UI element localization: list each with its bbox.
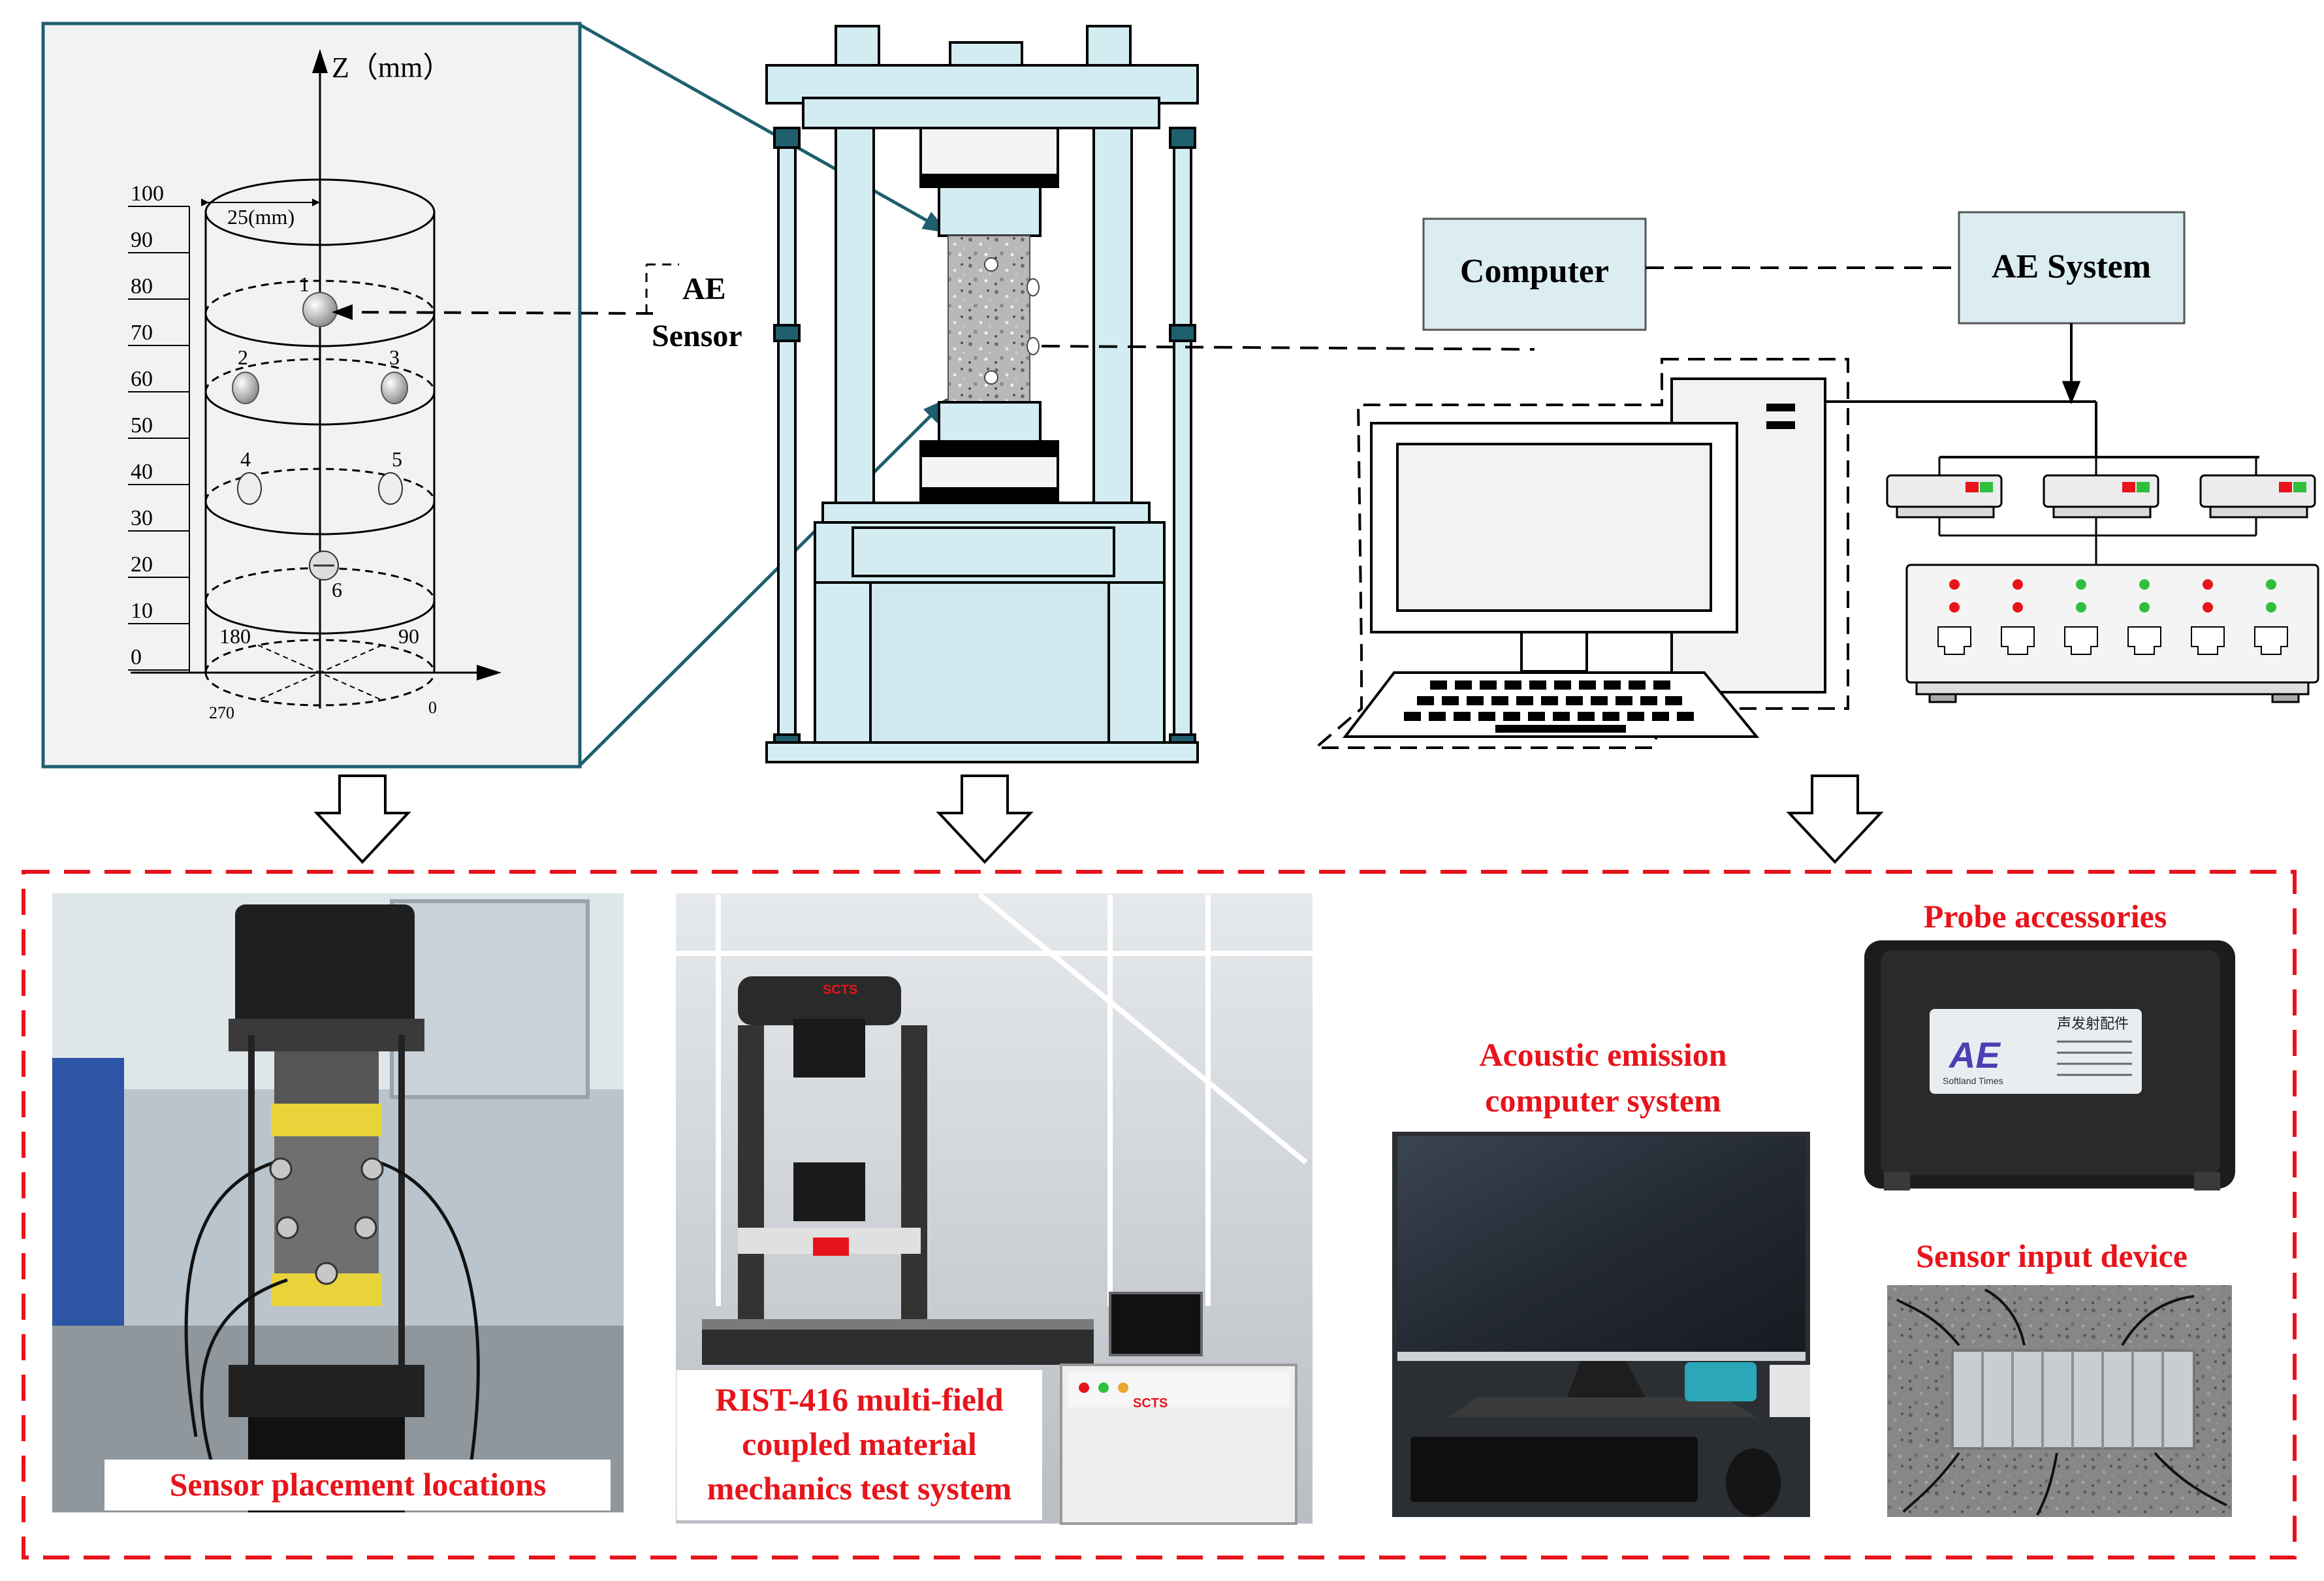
svg-text:3: 3 [389,345,400,369]
specimen-cylinder [204,178,436,707]
photo-test-machine: SCTS SCTS RIST-416 multi-field coupled m… [676,892,1313,1525]
case-logo: AE [1948,1034,2001,1076]
z-tick: 70 [131,321,153,345]
x-axis-arrowhead [477,665,501,680]
z-tick: 50 [131,413,153,438]
ae-sensor-label-line1: AE [682,272,726,306]
computer-illustration [1312,358,1849,749]
caption-sensor-placement: Sensor placement locations [170,1466,547,1503]
caption-ae-computer-line1: Acoustic emission [1479,1036,1727,1073]
z-tick: 90 [131,228,153,252]
sensor-6: 6 [309,551,342,601]
z-tick: 30 [131,506,153,530]
photo-ae-computer: Acoustic emission computer system [1392,1036,1810,1517]
caption-rist-line2: coupled material [742,1426,977,1462]
caption-probe-accessories: Probe accessories [1924,898,2167,934]
svg-text:5: 5 [392,447,402,471]
caption-rist-line1: RIST-416 multi-field [715,1381,1003,1418]
photo-panel-frame [22,870,2297,1559]
down-arrows [313,775,1884,864]
svg-text:Computer: Computer [1460,253,1609,290]
svg-text:4: 4 [240,447,251,471]
ae-system-box: AE System [1958,211,2186,325]
sensor-1: 1 [299,272,338,327]
svg-text:1: 1 [299,272,310,296]
preamp-3 [2199,474,2316,519]
angle-label-90: 90 [398,624,419,648]
angle-label-0: 0 [428,698,437,717]
angle-label-180: 180 [219,624,251,648]
z-tick: 60 [131,367,153,391]
caption-ae-computer-line2: computer system [1485,1082,1721,1119]
caption-rist-line3: mechanics test system [707,1470,1012,1507]
sensor-2: 2 [232,345,259,404]
photo-sensor-placement: Sensor placement locations [52,893,624,1512]
ae-acquisition-unit [1905,564,2319,703]
sensor-3: 3 [381,345,408,404]
case-brand: Softland Times [1943,1076,2003,1086]
machine-logo: SCTS [823,983,857,997]
sensor-layout-inset: Z（mm） 100 90 80 70 60 50 40 30 20 10 0 [41,22,582,769]
case-title: 声发射配件 [2057,1016,2129,1032]
preamp-1 [1886,474,2003,519]
z-tick: 40 [131,460,153,484]
z-tick: 100 [131,182,164,206]
angle-label-270: 270 [209,703,234,722]
preamp-2 [2043,474,2159,519]
z-tick: 10 [131,599,153,623]
down-arrow-2 [936,775,1034,864]
down-arrow-1 [313,775,411,864]
z-axis-arrowhead [312,49,328,73]
test-machine-illustration [765,25,1535,763]
svg-text:6: 6 [332,578,342,601]
computer-box: Computer [1422,217,1647,331]
down-arrow-3 [1786,775,1884,864]
z-tick: 20 [131,552,153,577]
ae-sensor-callout: AE Sensor [332,263,742,353]
svg-text:AE System: AE System [1992,248,2151,285]
radius-label: 25(mm) [227,205,294,229]
cabinet-logo: SCTS [1133,1396,1168,1411]
z-ruler [128,206,190,673]
inset-frame [41,22,582,769]
z-tick: 0 [131,645,142,669]
caption-sensor-input: Sensor input device [1916,1238,2188,1274]
photo-probe-accessories: Probe accessories AE Softland Times 声发射配… [1864,898,2235,1190]
zoom-connectors [579,23,949,767]
ae-sensor-label-line2: Sensor [652,319,742,353]
z-tick: 80 [131,274,153,298]
sensor-4: 4 [237,447,262,505]
keyboard-keys [1404,680,1694,733]
photo-sensor-input: Sensor input device [1887,1238,2232,1517]
z-axis-label: Z（mm） [332,52,451,84]
svg-text:2: 2 [238,345,248,369]
sensor-5: 5 [378,447,403,505]
ae-hardware-illustration [1825,323,2319,703]
z-tick-labels: 100 90 80 70 60 50 40 30 20 10 0 [131,182,164,669]
